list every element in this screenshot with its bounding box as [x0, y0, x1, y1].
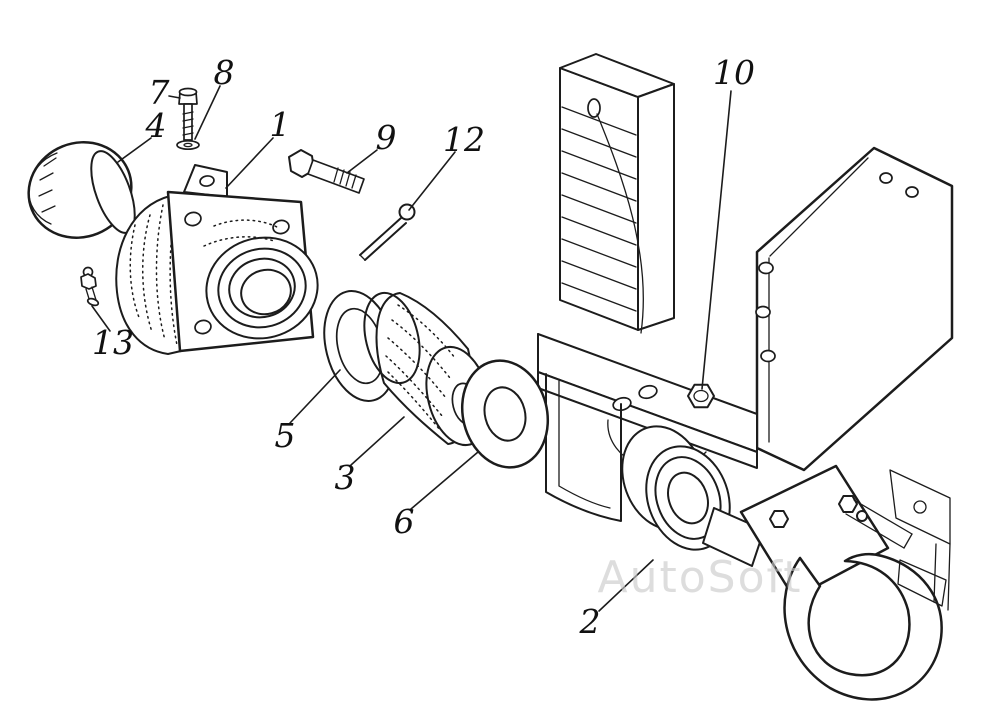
part-washer-large	[460, 359, 550, 469]
callout-10: 10	[713, 53, 755, 92]
channel-bracket	[559, 53, 675, 334]
mounting-bracket-plate	[755, 146, 954, 472]
part-bolt-short	[178, 87, 198, 141]
callout-9: 9	[376, 118, 397, 157]
callout-6: 6	[394, 502, 415, 541]
callout-3: 3	[335, 458, 356, 497]
callout-12: 12	[443, 120, 485, 159]
cross-member-shelf	[537, 333, 758, 522]
callout-8: 8	[214, 53, 235, 92]
callout-1: 1	[270, 105, 291, 144]
callout-2: 2	[579, 602, 601, 641]
part-cap	[27, 141, 136, 239]
part-washer	[176, 139, 200, 151]
part-nut	[687, 383, 715, 409]
callout-4: 4	[145, 106, 167, 145]
callout-7: 7	[149, 73, 170, 112]
part-grease-fitting	[80, 266, 100, 307]
part-bolt	[288, 149, 365, 194]
callout-5: 5	[275, 416, 296, 455]
leader-lines	[91, 85, 732, 612]
watermark-text: AutoSoft	[598, 552, 803, 603]
part-cotter-pin	[359, 203, 416, 261]
part-ring	[323, 290, 397, 402]
part-tow-hook	[621, 425, 951, 701]
callout-labels: 7 8 4 1 9 12 13 5 3 6 10 2	[92, 53, 755, 641]
callout-13: 13	[92, 323, 134, 362]
part-housing	[115, 164, 319, 355]
